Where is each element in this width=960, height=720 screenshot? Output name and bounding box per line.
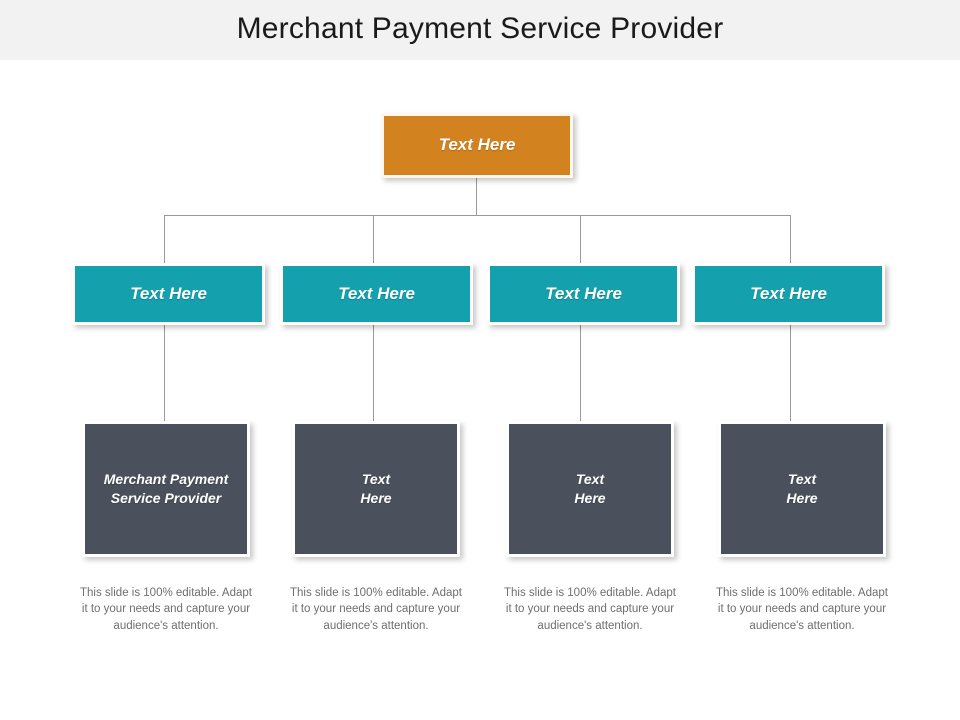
- level3-node-2-text: Text Here: [360, 470, 391, 508]
- level2-node-3-label: Text Here: [545, 283, 622, 303]
- root-node-orange[interactable]: Text Here: [381, 113, 573, 178]
- level2-node-2[interactable]: Text Here: [280, 263, 473, 325]
- connector-drop-2: [373, 215, 374, 263]
- level3-node-4[interactable]: Text Here: [718, 421, 886, 557]
- level3-node-2-line2: Here: [360, 490, 392, 506]
- level3-node-3[interactable]: Text Here: [506, 421, 674, 557]
- connector-drop-3: [580, 215, 581, 263]
- level3-node-2-line1: Text: [361, 471, 391, 488]
- level3-node-1-text: Merchant Payment Service Provider: [104, 470, 228, 508]
- connector-drop-1: [164, 215, 165, 263]
- level3-node-2[interactable]: Text Here: [292, 421, 460, 557]
- caption-3: This slide is 100% editable. Adapt it to…: [504, 587, 676, 632]
- connector-teal-to-dark-4: [790, 325, 791, 421]
- level2-node-4-label: Text Here: [750, 283, 827, 303]
- level3-node-4-line1: Text: [787, 471, 817, 488]
- root-node-label: Text Here: [438, 135, 516, 155]
- level3-node-1-line2: Service Provider: [110, 490, 222, 506]
- header-band: [0, 0, 960, 60]
- level3-node-3-line1: Text: [575, 471, 605, 488]
- level3-node-4-text: Text Here: [786, 470, 817, 508]
- level3-node-1[interactable]: Merchant Payment Service Provider: [82, 421, 250, 557]
- level3-node-3-line2: Here: [574, 490, 606, 506]
- connector-teal-to-dark-2: [373, 325, 374, 421]
- level2-node-1[interactable]: Text Here: [72, 263, 265, 325]
- caption-2: This slide is 100% editable. Adapt it to…: [290, 587, 462, 632]
- level3-node-4-line2: Here: [786, 490, 818, 506]
- connector-teal-to-dark-1: [164, 325, 165, 421]
- level2-node-2-label: Text Here: [338, 283, 415, 303]
- connector-teal-to-dark-3: [580, 325, 581, 421]
- caption-1: This slide is 100% editable. Adapt it to…: [80, 587, 252, 632]
- level3-node-3-text: Text Here: [574, 470, 605, 508]
- page-title: Merchant Payment Service Provider: [236, 12, 724, 45]
- level2-node-3[interactable]: Text Here: [487, 263, 680, 325]
- level3-node-1-line1: Merchant Payment: [103, 471, 229, 488]
- caption-4: This slide is 100% editable. Adapt it to…: [716, 587, 888, 632]
- connector-horizontal-bus: [164, 215, 791, 216]
- level2-node-4[interactable]: Text Here: [692, 263, 885, 325]
- connector-drop-4: [790, 215, 791, 263]
- connector-root-stem: [476, 178, 477, 215]
- level2-node-1-label: Text Here: [130, 283, 207, 303]
